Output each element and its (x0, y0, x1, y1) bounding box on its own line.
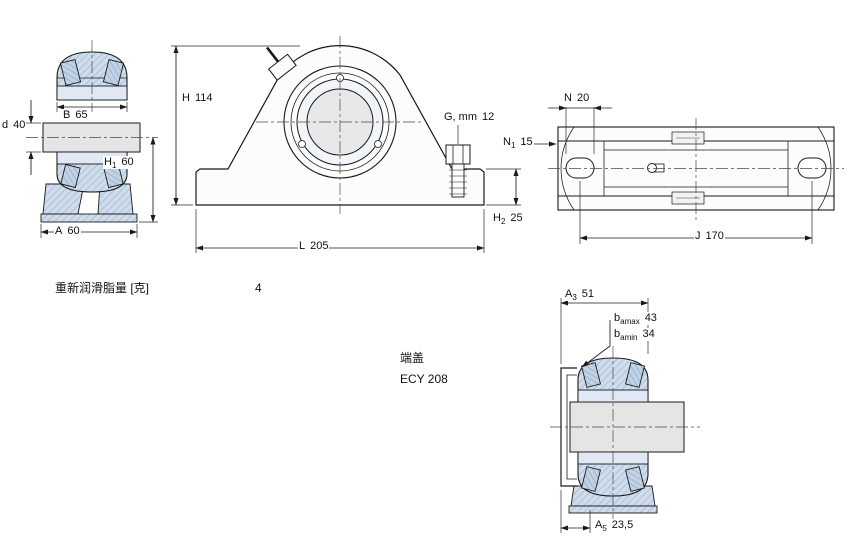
cap-lower-roller-right (625, 466, 645, 492)
grease-quantity-value: 4 (255, 281, 262, 295)
end-cap-label: 端盖 (400, 351, 425, 365)
front-rivet-left (298, 140, 306, 148)
view-side (26, 40, 158, 238)
side-upper-roller-right (102, 58, 125, 87)
top-end-arc-left (560, 126, 575, 211)
side-upper-roller-left (59, 58, 82, 87)
cap-lower-roller-left (581, 466, 601, 492)
cap-upper-roller-right (625, 362, 645, 388)
side-lower-roller-left (60, 163, 81, 189)
dim-leader-ba (581, 320, 611, 368)
top-grease-nipple (647, 163, 657, 173)
view-top (534, 105, 844, 244)
grease-quantity-label: 重新润滑脂量 [克] (55, 281, 150, 295)
front-grease-fitting-threads (449, 169, 467, 195)
front-grease-fitting-hex (445, 144, 471, 165)
front-grease-fitting-shank (451, 163, 465, 198)
top-slot-right (797, 157, 827, 179)
end-cap-model: ECY 208 (400, 372, 448, 386)
top-slot-left (565, 157, 595, 179)
front-rivet-right (374, 140, 382, 148)
side-shaft (42, 122, 141, 153)
view-cap (550, 298, 700, 533)
view-front (171, 36, 521, 253)
front-set-screw (265, 46, 297, 81)
side-base (40, 213, 138, 223)
